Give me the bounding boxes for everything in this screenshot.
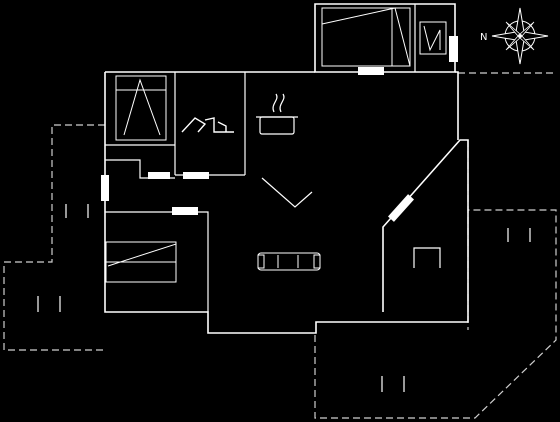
- double-bed-left: [105, 241, 177, 283]
- garden-chairs-left: [65, 204, 89, 218]
- bathroom-fixture-frame: [419, 21, 447, 55]
- door-bedroom-left: [172, 207, 198, 215]
- garden-chairs-bottom-left: [37, 296, 61, 312]
- compass-rose-icon: N: [480, 7, 549, 65]
- kitchen-faucet: [181, 117, 234, 133]
- terrace-bottom-right: [314, 209, 557, 419]
- wall-bedroom-left-top: [105, 211, 209, 312]
- faucet-handle: [217, 121, 227, 132]
- main-outline: [104, 71, 469, 334]
- single-bed-narrow: [115, 75, 167, 141]
- terrace-left: [3, 124, 105, 351]
- wall-kitchen-counter: [261, 177, 313, 208]
- window-top-bedroom: [358, 67, 384, 75]
- window-diagonal: [387, 194, 415, 222]
- bed-left-sheet: [107, 243, 177, 282]
- sofa-arm-left: [257, 254, 265, 269]
- door-hall-2: [183, 172, 209, 179]
- compass-center: [518, 34, 522, 38]
- faucet-spout: [204, 117, 234, 133]
- garden-chairs-bottom: [381, 376, 405, 392]
- door-left-window: [101, 175, 109, 201]
- garden-chairs: [37, 204, 531, 392]
- door-hall-1: [148, 172, 170, 179]
- faucet-body: [181, 117, 207, 133]
- sofa-arm-right: [313, 254, 321, 269]
- exterior-walls: [104, 3, 469, 334]
- bathroom-fixture-detail: [423, 25, 441, 52]
- compass-north-label: N: [480, 32, 487, 43]
- single-bed-frame: [115, 75, 167, 141]
- doors-windows: [101, 36, 458, 222]
- bathroom-fixture: [419, 21, 447, 55]
- bed-upper-headboard: [391, 7, 411, 67]
- garden-chairs-right: [507, 228, 531, 242]
- cooking-pot: [256, 93, 298, 135]
- window-bathroom: [449, 36, 458, 62]
- single-bed-sheet: [123, 78, 161, 136]
- sofa: [257, 252, 321, 271]
- table-outline: [413, 247, 441, 268]
- double-bed-upper: [321, 7, 411, 67]
- table-center-right: [413, 247, 441, 268]
- pot-steam: [272, 93, 285, 113]
